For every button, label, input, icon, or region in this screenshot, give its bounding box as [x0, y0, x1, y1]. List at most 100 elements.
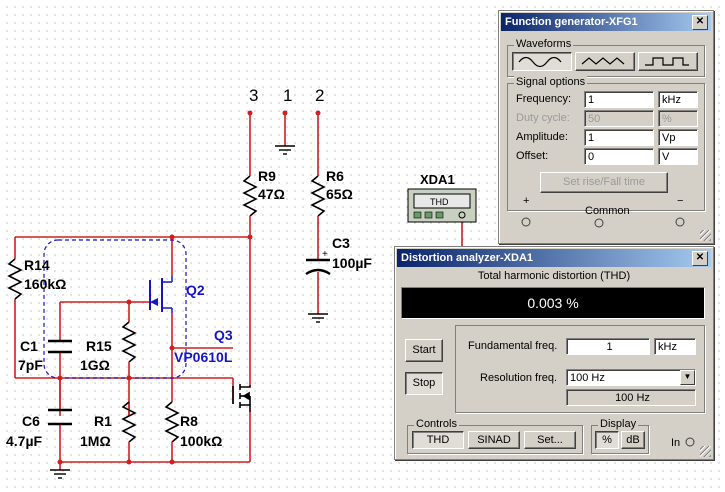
capacitor-c3[interactable]	[305, 258, 331, 276]
square-wave-icon	[645, 57, 689, 66]
xda1-instrument-icon[interactable]	[407, 188, 477, 223]
resistor-r1[interactable]	[121, 401, 137, 443]
controls-group: Controls THD SINAD Set...	[407, 418, 583, 454]
q2-name: Q2	[186, 282, 205, 298]
amplitude-input[interactable]: 1	[584, 129, 654, 146]
r6-name: R6	[326, 168, 344, 184]
resolution-freq-label: Resolution freq.	[480, 372, 558, 384]
offset-unit[interactable]: V	[658, 148, 698, 165]
terminal-plus-icon[interactable]	[521, 217, 531, 227]
resistor-r6[interactable]	[310, 175, 326, 217]
sinad-button[interactable]: SINAD	[468, 431, 520, 449]
r9-value: 47Ω	[258, 186, 285, 202]
thd-readout-screen: 0.003 %	[401, 287, 705, 319]
c3-value: 100µF	[332, 255, 372, 271]
function-generator-window[interactable]: Function generator-XFG1 ✕ Waveforms Sign…	[498, 10, 714, 244]
close-icon[interactable]: ✕	[692, 15, 708, 30]
resolution-freq-selected: 100 Hz	[570, 372, 605, 384]
terminal-minus-label: −	[677, 195, 684, 207]
node-label-1: 1	[283, 86, 292, 105]
sine-wave-button[interactable]	[512, 52, 572, 71]
sine-wave-icon	[518, 56, 562, 68]
thd-readout-value: 0.003 %	[527, 295, 579, 311]
r8-name: R8	[180, 413, 198, 429]
frequency-label: Frequency:	[516, 93, 572, 105]
function-generator-titlebar[interactable]: Function generator-XFG1 ✕	[501, 13, 711, 31]
node-label-2: 2	[315, 86, 324, 105]
db-button[interactable]: dB	[621, 431, 645, 449]
distortion-analyzer-window[interactable]: Distortion analyzer-XDA1 ✕ Total harmoni…	[394, 246, 714, 460]
start-button[interactable]: Start	[405, 339, 443, 362]
r9-name: R9	[258, 168, 276, 184]
r14-name: R14	[24, 257, 50, 273]
duty-cycle-input[interactable]: 50	[584, 110, 654, 127]
distortion-analyzer-title: Distortion analyzer-XDA1	[401, 252, 534, 264]
r6-value: 65Ω	[326, 186, 353, 202]
display-group: Display % dB	[591, 418, 649, 454]
capacitor-c6[interactable]	[48, 408, 72, 426]
close-icon[interactable]: ✕	[692, 251, 708, 266]
terminal-plus-label: +	[523, 195, 530, 207]
r1-value: 1MΩ	[80, 433, 111, 449]
c6-name: C6	[22, 413, 40, 429]
function-generator-title: Function generator-XFG1	[505, 16, 638, 28]
frequency-input[interactable]: 1	[584, 91, 654, 108]
percent-button[interactable]: %	[595, 431, 619, 449]
waveforms-label: Waveforms	[514, 38, 574, 50]
node-label-3: 3	[249, 86, 258, 105]
duty-cycle-unit[interactable]: %	[658, 110, 698, 127]
stop-button[interactable]: Stop	[405, 372, 443, 395]
triangle-wave-icon	[581, 57, 625, 65]
input-terminal-icon[interactable]	[685, 437, 695, 447]
c3-name: C3	[332, 235, 350, 251]
xda1-icon-thd: THD	[430, 197, 449, 207]
resistor-r14[interactable]	[7, 258, 23, 300]
fundamental-freq-input[interactable]: 1	[566, 338, 650, 355]
thd-button[interactable]: THD	[412, 431, 464, 449]
c3-plus: +	[322, 249, 328, 260]
c6-value: 4.7µF	[6, 433, 43, 449]
r15-name: R15	[86, 338, 112, 354]
transistor-q3[interactable]	[232, 384, 251, 412]
amplitude-label: Amplitude:	[516, 131, 568, 143]
resolution-freq-select[interactable]: 100 Hz ▼	[566, 369, 696, 386]
q3-name: Q3	[214, 327, 233, 343]
ground-c3	[308, 313, 328, 323]
controls-label: Controls	[414, 418, 459, 430]
resize-grip-icon[interactable]	[700, 446, 711, 457]
fundamental-freq-label: Fundamental freq.	[468, 340, 558, 352]
xda1-label: XDA1	[420, 172, 455, 187]
resolution-freq-display: 100 Hz	[566, 389, 696, 406]
r8-value: 100kΩ	[180, 433, 222, 449]
square-wave-button[interactable]	[638, 52, 698, 71]
transistor-q2[interactable]	[43, 239, 187, 379]
frequency-unit[interactable]: kHz	[658, 91, 698, 108]
offset-input[interactable]: 0	[584, 148, 654, 165]
chevron-down-icon[interactable]: ▼	[680, 370, 695, 385]
amplitude-unit[interactable]: Vp	[658, 129, 698, 146]
resize-grip-icon[interactable]	[700, 230, 711, 241]
triangle-wave-button[interactable]	[575, 52, 635, 71]
terminal-common-label: Common	[585, 205, 630, 217]
signal-options-label: Signal options	[514, 76, 588, 88]
duty-cycle-label: Duty cycle:	[516, 112, 570, 124]
r15-value: 1GΩ	[80, 357, 110, 373]
r14-value: 160kΩ	[24, 276, 66, 292]
distortion-analyzer-titlebar[interactable]: Distortion analyzer-XDA1 ✕	[397, 249, 711, 267]
c1-name: C1	[20, 338, 38, 354]
terminal-minus-icon[interactable]	[675, 217, 685, 227]
set-rise-fall-time-button[interactable]: Set rise/Fall time	[540, 172, 668, 193]
fundamental-freq-unit[interactable]: kHz	[654, 338, 696, 355]
junctions	[57, 110, 321, 465]
resistor-r8[interactable]	[164, 401, 180, 443]
set-button[interactable]: Set...	[524, 431, 576, 449]
resistor-r9[interactable]	[242, 175, 258, 217]
c1-value: 7pF	[18, 357, 43, 373]
capacitor-c1[interactable]	[48, 339, 72, 354]
resistor-r15[interactable]	[121, 321, 137, 363]
q3-value: VP0610L	[174, 349, 233, 365]
r1-name: R1	[94, 413, 112, 429]
ground-node1	[275, 145, 295, 155]
terminal-common-icon[interactable]	[594, 218, 604, 228]
